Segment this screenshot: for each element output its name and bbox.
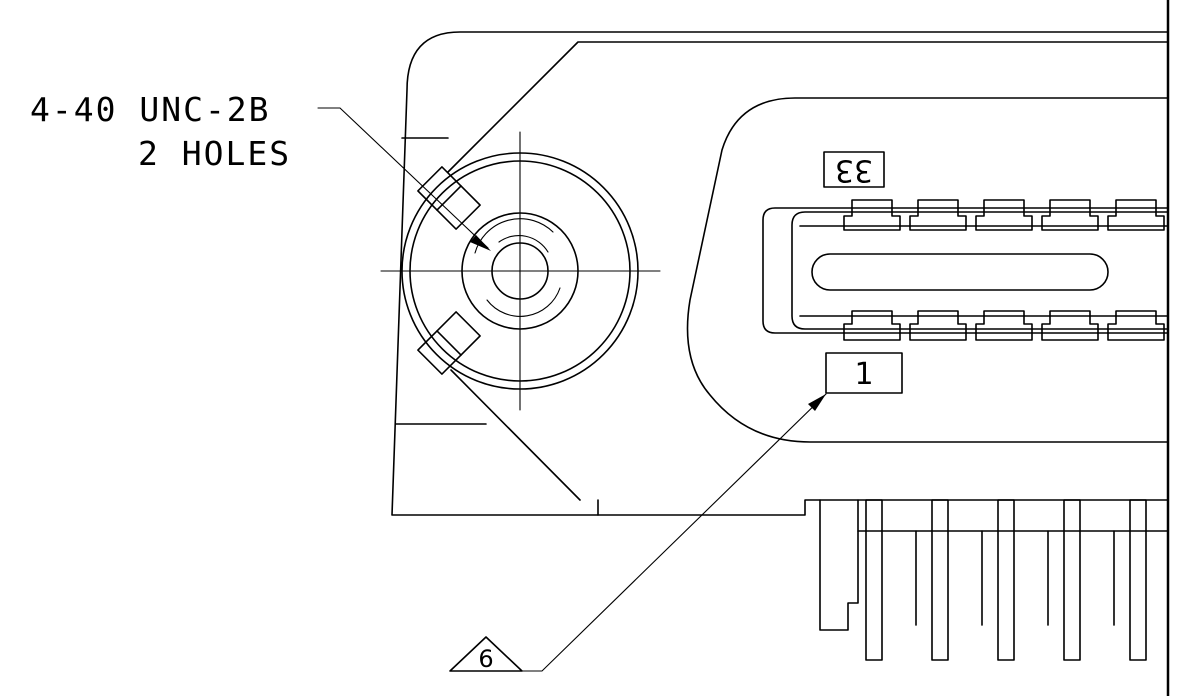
pin-33-box [823, 151, 885, 188]
pin-1-arrowhead [808, 394, 826, 411]
pin-33-label: 33 [835, 153, 873, 188]
contacts-bottom-row [843, 310, 1165, 341]
pin-1-box [825, 352, 903, 394]
note-6-label: 6 [478, 645, 493, 673]
contact-bottom [843, 310, 901, 341]
thread-spec-label: 4-40 UNC-2B [30, 90, 271, 129]
contact-top [975, 199, 1033, 231]
contacts-top-row [843, 199, 1165, 231]
bracket-left [819, 499, 859, 631]
contact-bottom [1107, 310, 1165, 341]
thread-holes-label: 2 HOLES [138, 134, 291, 173]
contact-top [843, 199, 901, 231]
contact-top [909, 199, 967, 231]
contact-insert-inner [791, 211, 1169, 330]
pc-leads [865, 499, 1147, 661]
contact-bottom [909, 310, 967, 341]
note-6-triangle [449, 636, 523, 672]
pc-lead [865, 499, 883, 661]
contact-top [1107, 199, 1165, 231]
body-face [447, 41, 1169, 501]
thread-leader [317, 107, 489, 249]
contact-bottom [975, 310, 1033, 341]
thread-arrowhead [470, 235, 491, 251]
pc-lead [1129, 499, 1147, 661]
contact-insert [762, 207, 1169, 334]
contact-bottom [1041, 310, 1099, 341]
tab-lower [417, 311, 481, 375]
pc-lead [997, 499, 1015, 661]
contact-top [1041, 199, 1099, 231]
dsub-cavity [686, 97, 1169, 443]
pc-lead [931, 499, 949, 661]
shell-outline [391, 31, 1169, 516]
center-slot [811, 253, 1109, 291]
mounting-hole [380, 131, 661, 411]
pc-lead [1063, 499, 1081, 661]
tab-upper [417, 166, 481, 230]
pin-1-label: 1 [854, 357, 873, 392]
